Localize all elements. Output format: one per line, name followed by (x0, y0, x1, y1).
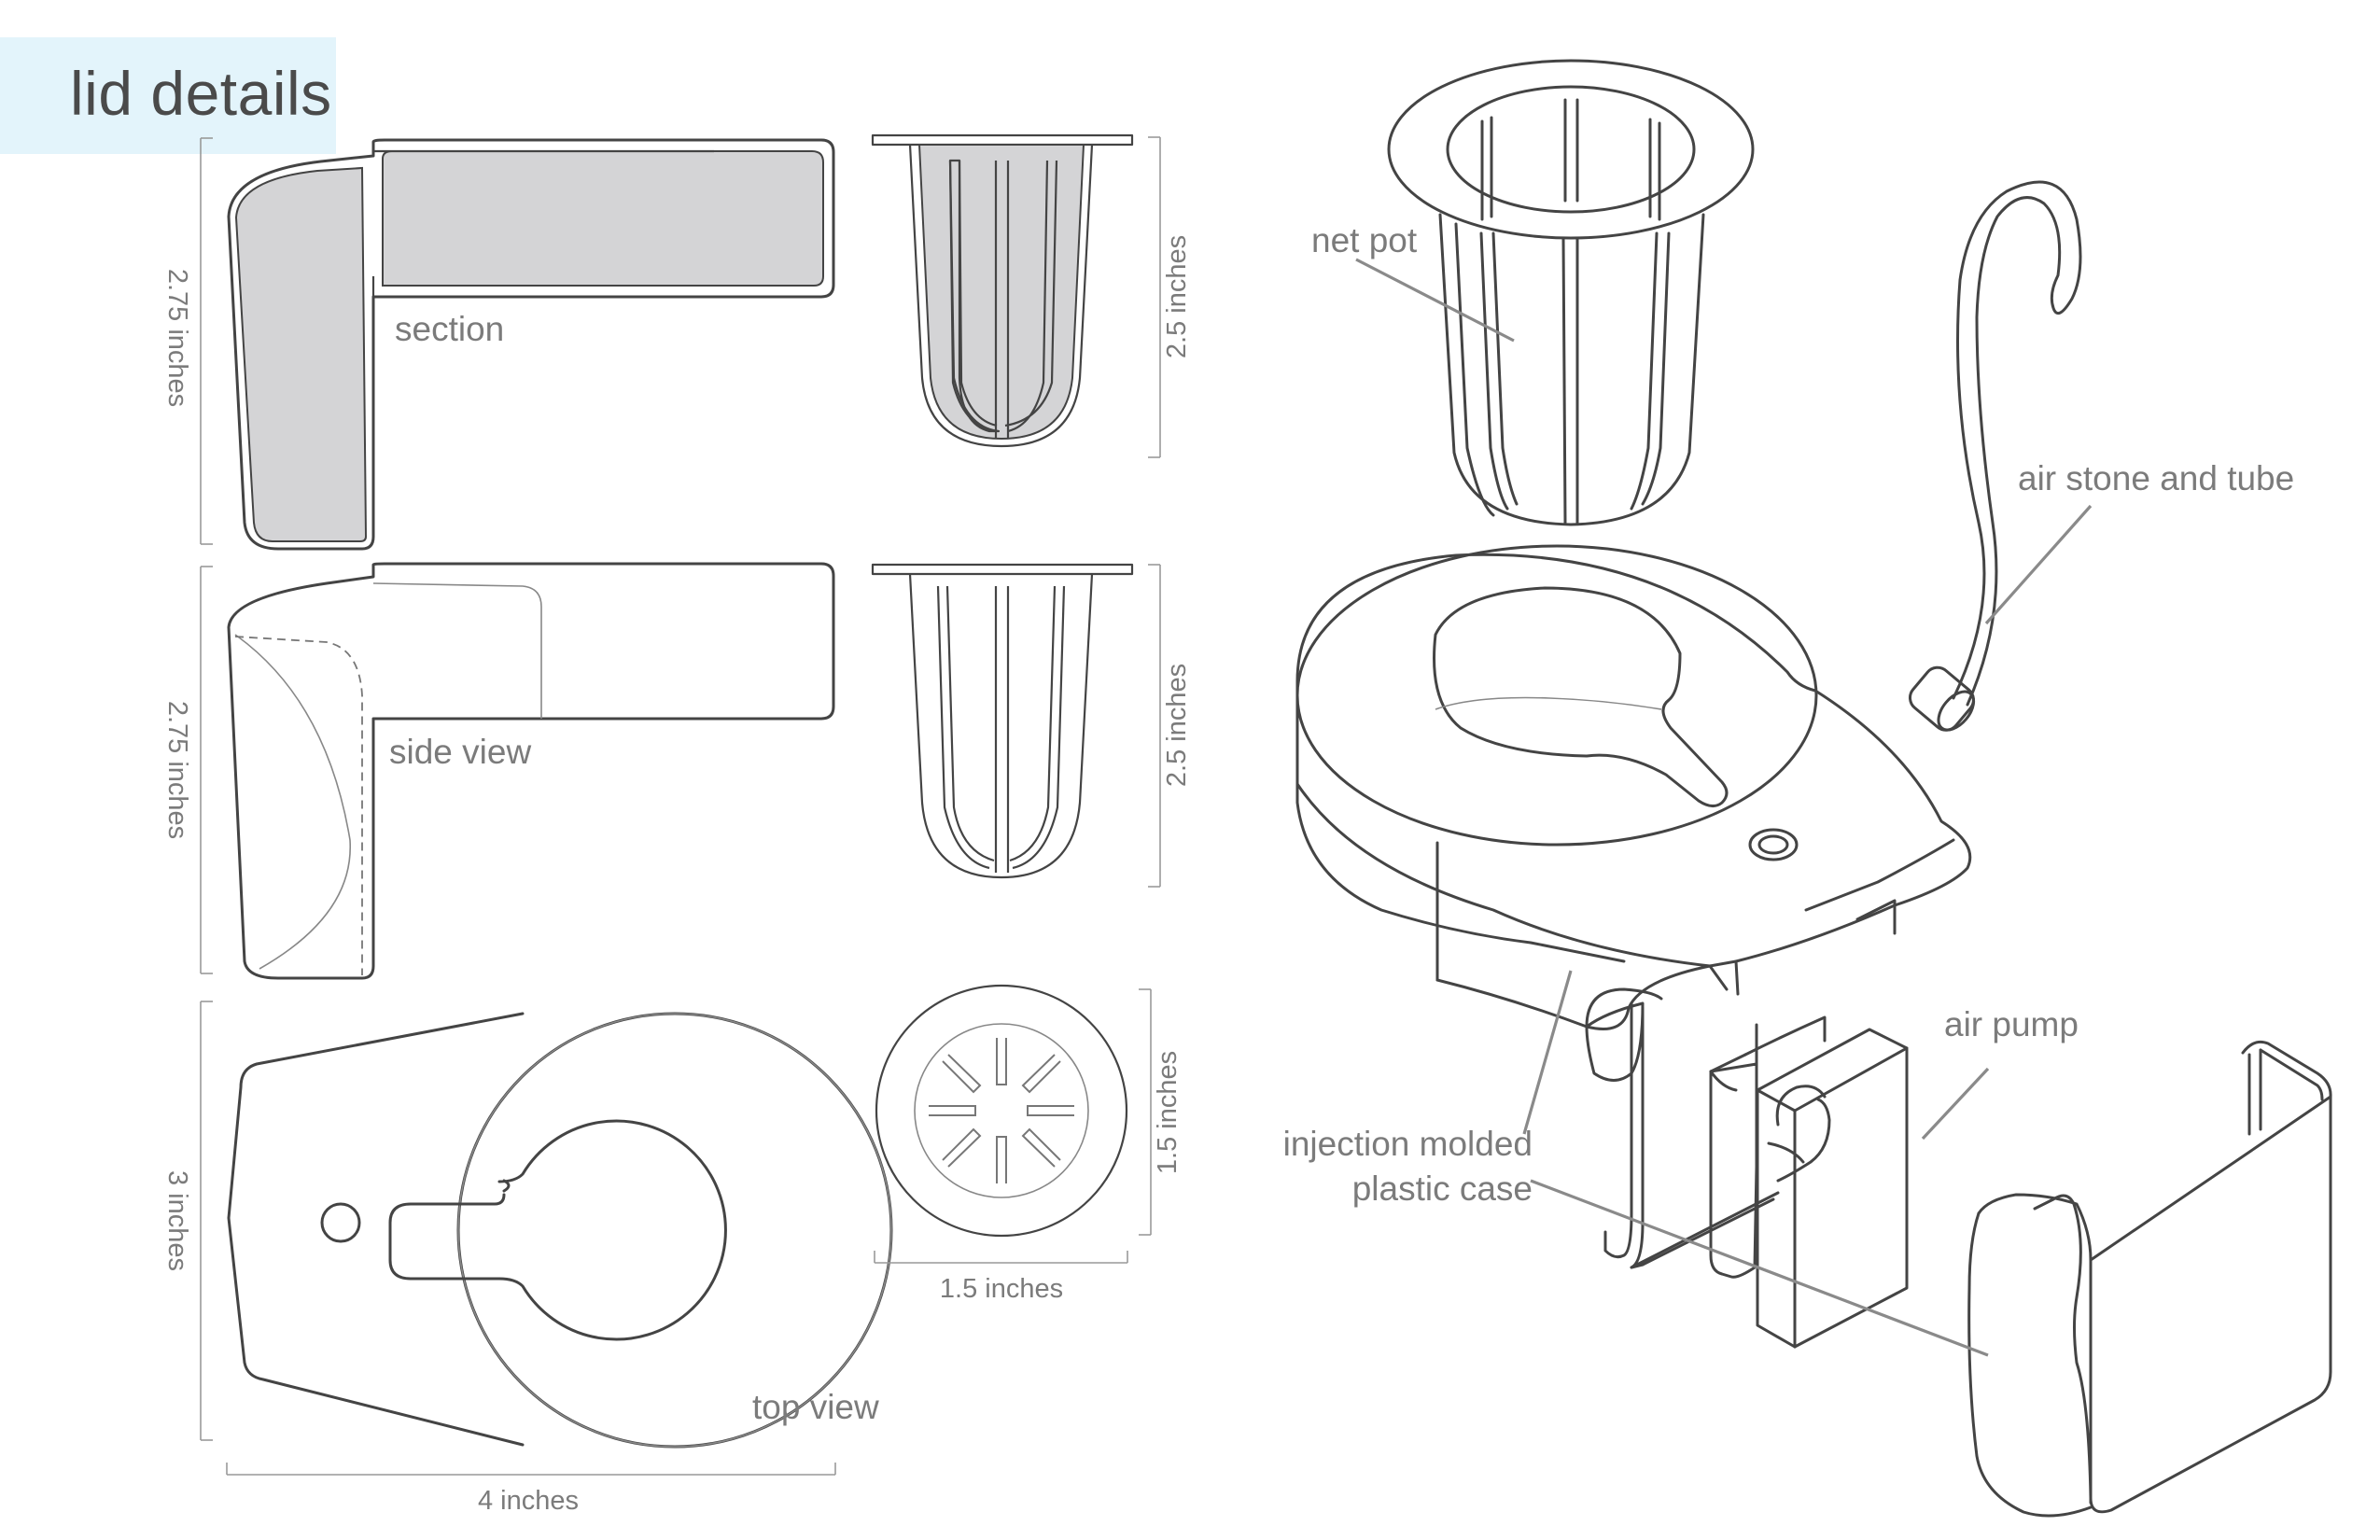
dimension-top-width: 4 inches (226, 1463, 836, 1516)
callout-case-line2: plastic case (1352, 1169, 1533, 1208)
callout-air-pump: air pump (1944, 1005, 2079, 1043)
lid-side-view: side view (227, 562, 835, 980)
title-banner (0, 37, 336, 154)
exploded-net-pot (1387, 59, 1755, 526)
top-height-label: 3 inches (162, 1170, 192, 1271)
callout-air-stone: air stone and tube (2018, 459, 2294, 497)
dimension-netpot-top-width: 1.5 inches (874, 1251, 1128, 1304)
lid-section-view: section (227, 138, 835, 551)
netpot-section-view (871, 133, 1134, 448)
exploded-air-stone (1908, 180, 2082, 732)
netpot-top-view (875, 984, 1128, 1238)
netpot-section-height-label: 2.5 inches (1162, 235, 1192, 358)
exploded-air-pump (1709, 1015, 1909, 1349)
section-label: section (395, 310, 504, 348)
netpot-top-height-label: 1.5 inches (1153, 1051, 1183, 1174)
section-height-label: 2.75 inches (162, 269, 192, 407)
lid-top-view: top view (227, 1012, 893, 1449)
callout-net-pot: net pot (1311, 221, 1418, 259)
netpot-side-height-label: 2.5 inches (1162, 664, 1192, 787)
dimension-netpot-section: 2.5 inches (1148, 136, 1192, 458)
dimension-netpot-top-height: 1.5 inches (1139, 988, 1183, 1236)
side-view-label: side view (389, 733, 531, 771)
netpot-side-view (871, 563, 1134, 879)
side-height-label: 2.75 inches (162, 701, 192, 839)
dimension-section-height: 2.75 inches (162, 137, 213, 545)
top-view-label: top view (752, 1388, 879, 1426)
dimension-side-height: 2.75 inches (162, 566, 213, 974)
top-width-label: 4 inches (478, 1486, 579, 1516)
exploded-clip-shell (1967, 1040, 2332, 1518)
callout-leaders (1355, 258, 2093, 1357)
callout-case-line1: injection molded (1283, 1125, 1533, 1163)
exploded-plastic-case (1295, 544, 1972, 1269)
page-title: lid details (70, 59, 332, 128)
dimension-netpot-side: 2.5 inches (1148, 564, 1192, 888)
netpot-top-width-label: 1.5 inches (940, 1274, 1063, 1304)
dimension-top-height: 3 inches (162, 1001, 213, 1441)
